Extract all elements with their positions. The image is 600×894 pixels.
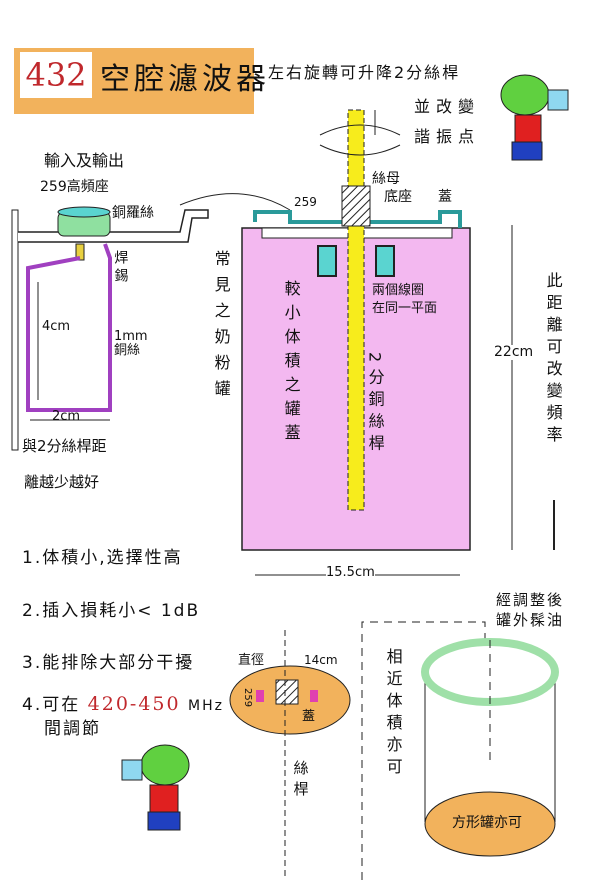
- coil-left: [317, 245, 337, 277]
- similar-volume-note: 相近体積亦可: [383, 648, 403, 780]
- base-label: 底座: [384, 189, 412, 205]
- can-label: 常見之奶粉罐: [211, 250, 231, 406]
- height-label: 4cm: [42, 319, 71, 334]
- paint-note-1: 經調整後: [496, 591, 565, 609]
- coil-note-1: 兩個線圈: [372, 283, 425, 298]
- coil-note-2: 在同一平面: [372, 301, 438, 316]
- top-note-line3: 諧振点: [414, 127, 481, 146]
- height-label: 22cm: [494, 344, 534, 361]
- pointer-arrow: [179, 193, 291, 211]
- distance-note: 此距離可改變頻率: [543, 272, 563, 448]
- lid-label: 蓋: [438, 189, 452, 205]
- screw-label: 銅羅絲: [112, 205, 154, 221]
- page-title: 空腔濾波器: [100, 62, 270, 97]
- rotate-arrows: [319, 124, 401, 156]
- distance-note-1: 與2分絲桿距: [22, 437, 107, 455]
- rod-label: 2分銅絲桿: [365, 352, 385, 457]
- wire-label: 1mm 銅絲: [114, 329, 148, 359]
- feature-1: 1.体積小,选擇性高: [22, 548, 183, 568]
- nut-label: 絲母: [372, 171, 400, 187]
- top-view-coil: [256, 690, 264, 702]
- width-label: 15.5cm: [326, 565, 375, 581]
- diameter-value: 14cm: [304, 653, 338, 667]
- title-number: 432: [20, 52, 92, 98]
- solder-label: 焊錫: [112, 250, 129, 286]
- top-view-nut: [275, 679, 299, 705]
- copper-wire-loop: [26, 243, 112, 412]
- top-note-line1: 左右旋轉可升降2分絲桿: [268, 63, 461, 82]
- square-can-note: 方形罐亦可: [452, 815, 522, 831]
- nut-base: [341, 185, 371, 227]
- width-label: 2cm: [52, 409, 81, 424]
- can-bottom: [424, 791, 556, 857]
- top-note-line2: 並改變: [414, 97, 481, 116]
- feature-4: 4.可在 420-450 MHz: [22, 690, 224, 715]
- frequency-range: 420-450: [87, 693, 181, 715]
- distance-note-2: 離越少越好: [24, 473, 100, 491]
- lid-note: 較小体積之罐蓋: [281, 280, 301, 448]
- feature-4-prefix: 4.可在: [22, 695, 81, 715]
- feature-3: 3.能排除大部分干擾: [22, 653, 195, 673]
- feature-2: 2.插入損耗小< 1dB: [22, 601, 201, 621]
- mascot-top-right: [500, 74, 569, 161]
- connector-label: 259高頻座: [40, 179, 109, 195]
- top-view-lid-label: 蓋: [302, 709, 316, 724]
- io-label: 輸入及輸出: [44, 151, 125, 170]
- frequency-unit: MHz: [188, 698, 224, 714]
- mascot-bottom-left: [121, 744, 190, 831]
- diameter-label: 直徑: [238, 653, 265, 668]
- tuning-rod: [347, 109, 365, 511]
- top-view-coil: [310, 690, 318, 702]
- connector-top: [57, 206, 111, 218]
- similar-volume-arrow: [361, 621, 486, 880]
- cavity-connector-label: 259: [294, 195, 317, 209]
- paint-note-2: 罐外髹油: [496, 611, 565, 629]
- coil-right: [375, 245, 395, 277]
- can-wall: [11, 209, 19, 451]
- rod-label: 絲桿: [291, 760, 310, 802]
- top-view-connector-label: 259: [242, 688, 253, 708]
- feature-4-line2: 間調節: [44, 719, 101, 739]
